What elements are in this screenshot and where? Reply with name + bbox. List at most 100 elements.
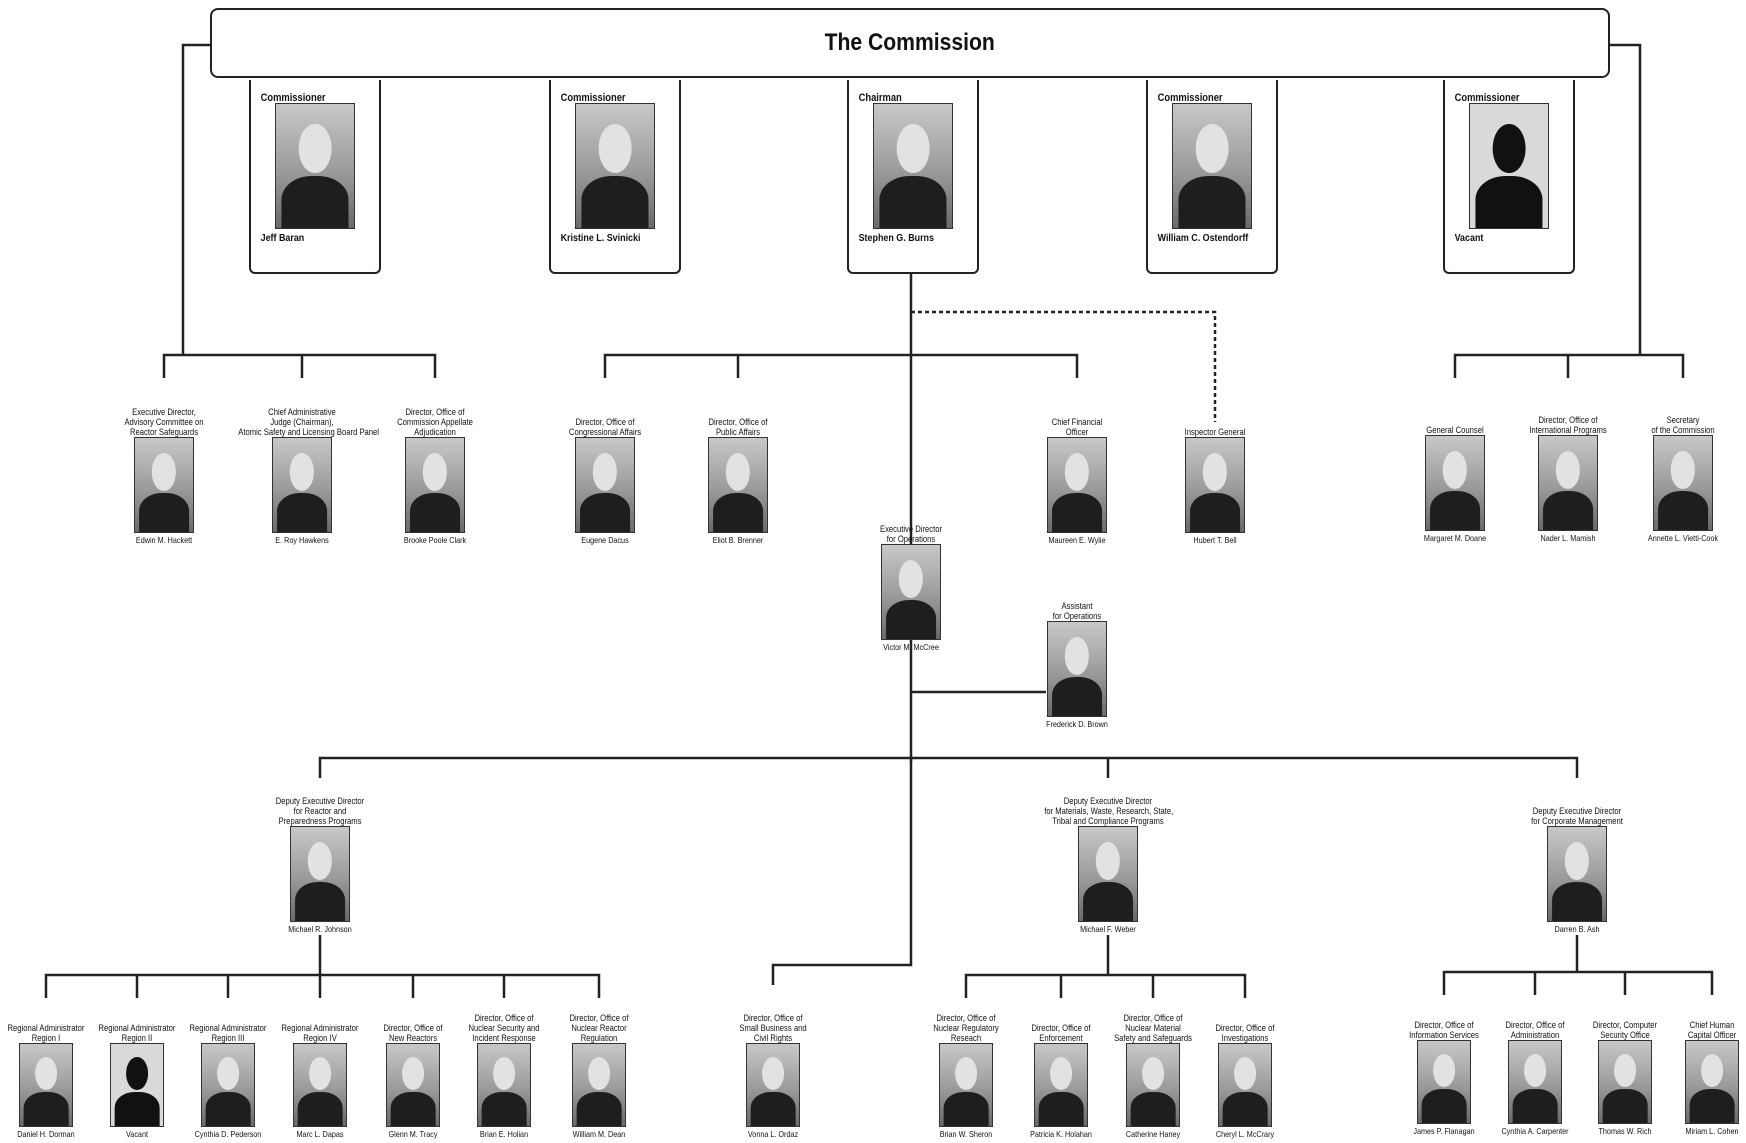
connector-line <box>44 973 601 998</box>
person-name: Cynthia D. Pederson <box>194 1129 262 1139</box>
portrait-head <box>1202 453 1228 491</box>
person-name: Cheryl L. McCrary <box>1215 1129 1275 1139</box>
portrait-head <box>725 453 751 491</box>
portrait-body <box>1190 492 1240 532</box>
portrait-body <box>1052 492 1102 532</box>
portrait-body <box>481 1091 527 1126</box>
portrait-body <box>281 175 349 228</box>
position-title: Chief Human Capital Officer <box>1687 1020 1737 1040</box>
position-title: Director, Office of Nuclear Security and… <box>468 1013 540 1043</box>
portrait-body <box>390 1091 436 1126</box>
vacant-silhouette-photo <box>110 1043 164 1127</box>
portrait-photo <box>1598 1040 1652 1124</box>
person-name: Victor M. McCree <box>883 642 939 652</box>
position-title: Director, Office of Information Services <box>1409 1020 1479 1040</box>
portrait-body <box>1475 175 1543 228</box>
portrait-body <box>1130 1091 1176 1126</box>
portrait-head <box>309 1057 331 1090</box>
portrait-body <box>1689 1088 1735 1123</box>
portrait-photo <box>1047 621 1107 717</box>
person-name: Edwin M. Hackett <box>135 535 193 545</box>
position-title: Director, Office of Commission Appellate… <box>397 407 473 437</box>
position-title: Director, Office of Nuclear Regulatory R… <box>933 1013 999 1043</box>
portrait-body <box>1512 1088 1558 1123</box>
dashed-connector-line <box>911 310 1217 422</box>
staff-position: Director, Office of Congressional Affair… <box>530 417 680 545</box>
portrait-body <box>1178 175 1246 228</box>
person-name: Nader L. Mamish <box>1540 533 1596 543</box>
portrait-head <box>955 1057 977 1090</box>
portrait-body <box>114 1091 160 1126</box>
portrait-photo <box>1417 1040 1471 1124</box>
portrait-photo <box>881 544 941 640</box>
office-position: Regional Administrator Region I Daniel H.… <box>0 1023 121 1139</box>
portrait-photo <box>1126 1043 1180 1127</box>
position-title: Director, Office of Nuclear Reactor Regu… <box>569 1013 629 1043</box>
position-title: Chairman <box>858 92 902 104</box>
person-name: James P. Flanagan <box>1413 1126 1475 1136</box>
position-title: Director, Office of Enforcement <box>1031 1023 1091 1043</box>
position-title: Deputy Executive Director for Corporate … <box>1531 806 1623 826</box>
portrait-head <box>1195 123 1229 174</box>
person-name: Jeff Baran <box>260 232 305 244</box>
portrait-head <box>1492 123 1526 174</box>
portrait-photo <box>1538 435 1598 531</box>
position-title: Director, Office of Congressional Affair… <box>568 417 642 437</box>
person-name: Daniel H. Dorman <box>17 1129 75 1139</box>
person-name: Maureen E. Wylie <box>1048 535 1106 545</box>
person-name: Marc L. Dapas <box>296 1129 344 1139</box>
person-name: Annette L. Vietti-Cook <box>1647 533 1719 543</box>
portrait-body <box>1222 1091 1268 1126</box>
portrait-photo <box>1172 103 1252 229</box>
person-name: Kristine L. Svinicki <box>560 232 641 244</box>
person-name: Michael F. Weber <box>1080 924 1136 934</box>
portrait-body <box>139 492 189 532</box>
portrait-photo <box>575 437 635 533</box>
position-title: Director, Office of Nuclear Material Saf… <box>1114 1013 1192 1043</box>
position-title: Regional Administrator Region III <box>189 1023 267 1043</box>
position-title: Deputy Executive Director for Materials,… <box>1044 796 1174 826</box>
staff-position: Chief Administrative Judge (Chairman), A… <box>227 407 379 545</box>
portrait-photo <box>939 1043 993 1127</box>
position-title: Director, Office of Public Affairs <box>708 417 768 437</box>
portrait-body <box>1038 1091 1084 1126</box>
portrait-head <box>896 123 930 174</box>
position-title: Director, Office of Investigations <box>1215 1023 1275 1043</box>
position-title: Director, Office of Small Business and C… <box>739 1013 807 1043</box>
position-title: Commissioner <box>1454 92 1520 104</box>
portrait-head <box>493 1057 515 1090</box>
portrait-photo <box>19 1043 73 1127</box>
office-position: Director, Office of Information Services… <box>1369 1020 1519 1136</box>
portrait-head <box>598 123 632 174</box>
deputy-position: Deputy Executive Director for Corporate … <box>1502 806 1652 934</box>
portrait-head <box>1064 637 1090 675</box>
connector-line <box>181 43 210 355</box>
vacant-silhouette-photo <box>1469 103 1549 229</box>
person-name: William C. Ostendorff <box>1157 232 1249 244</box>
portrait-photo <box>477 1043 531 1127</box>
person-name: Vonna L. Ordaz <box>747 1129 799 1139</box>
portrait-head <box>151 453 177 491</box>
person-name: Darren B. Ash <box>1554 924 1600 934</box>
portrait-photo <box>746 1043 800 1127</box>
person-name: Vacant <box>126 1129 148 1139</box>
portrait-body <box>410 492 460 532</box>
portrait-head <box>588 1057 610 1090</box>
connector-line <box>162 353 437 378</box>
person-name: Eliot B. Brenner <box>712 535 764 545</box>
portrait-body <box>581 175 649 228</box>
person-name: Vacant <box>1454 232 1484 244</box>
connector-line <box>1610 43 1642 355</box>
position-title: Regional Administrator Region I <box>7 1023 85 1043</box>
